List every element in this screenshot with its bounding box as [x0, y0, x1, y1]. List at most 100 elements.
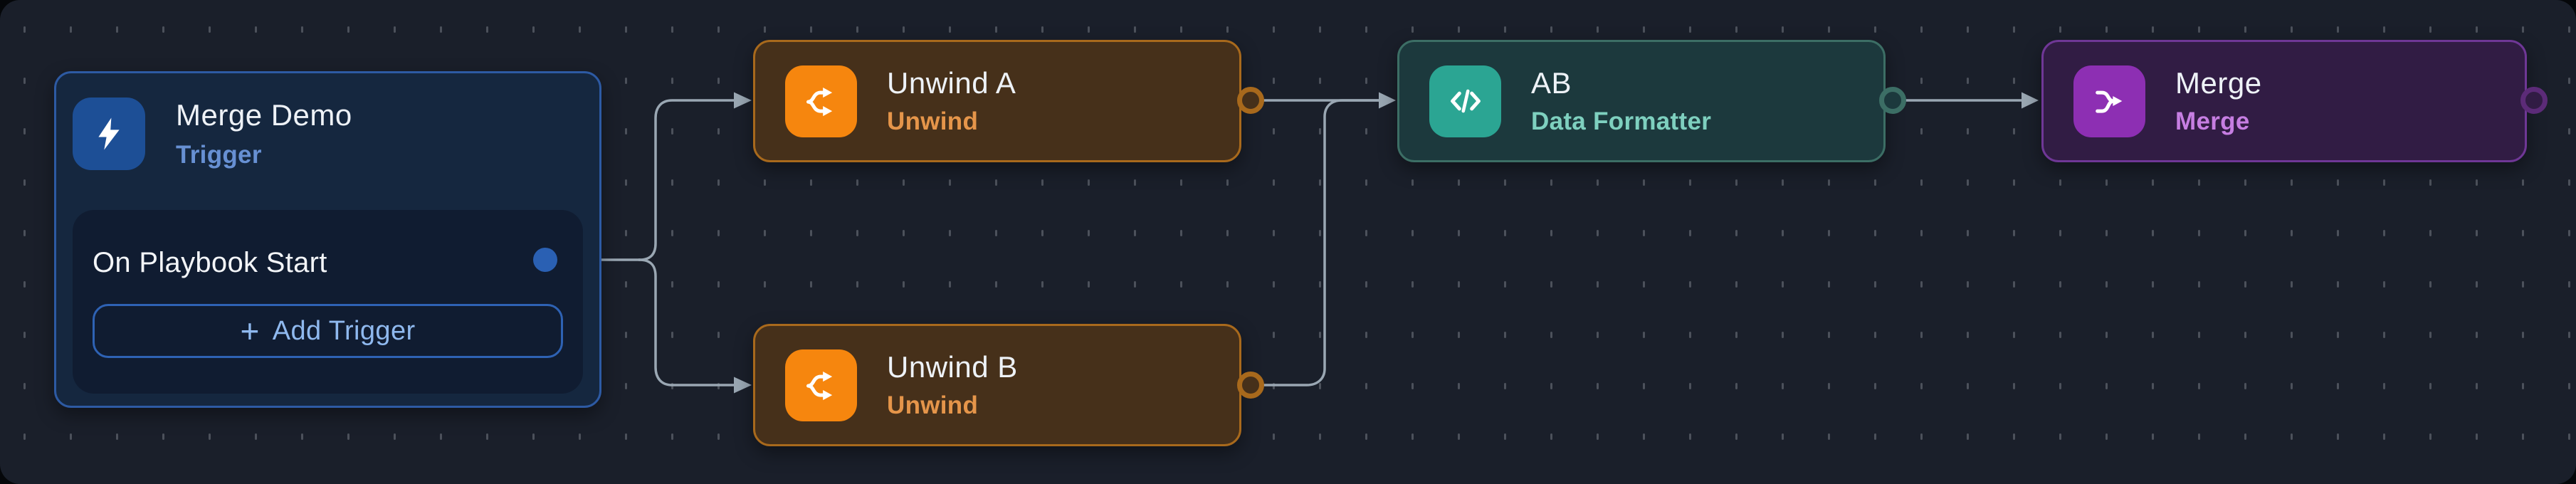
grid-dash: [1735, 433, 1738, 440]
node-unwind-a[interactable]: Unwind A Unwind: [753, 40, 1241, 162]
grid-dash: [2152, 332, 2154, 338]
grid-dash: [1597, 26, 1599, 33]
grid-dash: [1920, 332, 1923, 338]
grid-dash: [717, 128, 720, 135]
ab-output-port[interactable]: [1879, 87, 1906, 114]
grid-dash: [2429, 332, 2432, 338]
grid-dash: [2059, 26, 2061, 33]
grid-dash: [2106, 26, 2108, 33]
merge-output-port[interactable]: [2520, 87, 2548, 114]
split-icon: [785, 65, 857, 137]
grid-dash: [2337, 332, 2339, 338]
node-subtitle: Unwind: [887, 107, 979, 135]
grid-dash: [1550, 433, 1552, 440]
grid-dash: [1273, 332, 1275, 338]
unwind-b-output-port[interactable]: [1237, 372, 1264, 399]
grid-dash: [23, 332, 26, 338]
grid-dash: [2568, 78, 2570, 84]
node-trigger[interactable]: Merge Demo Trigger On Playbook Start + A…: [54, 71, 601, 408]
grid-dash: [1735, 383, 1738, 389]
grid-dash: [1411, 332, 1414, 338]
trigger-event-row[interactable]: On Playbook Start: [93, 228, 563, 297]
grid-dash: [1458, 26, 1460, 33]
grid-dash: [1365, 332, 1367, 338]
grid-dash: [1458, 383, 1460, 389]
grid-dash: [1920, 383, 1923, 389]
grid-dash: [2152, 26, 2154, 33]
grid-dash: [1273, 433, 1275, 440]
node-subtitle: Trigger: [176, 140, 262, 169]
edge-trigger-to-unwind-b[interactable]: [638, 258, 735, 386]
grid-dash: [995, 230, 997, 236]
grid-dash: [949, 281, 951, 288]
grid-dash: [486, 433, 488, 440]
grid-dash: [1273, 179, 1275, 186]
grid-dash: [1735, 281, 1738, 288]
grid-dash: [2337, 281, 2339, 288]
grid-dash: [671, 281, 673, 288]
grid-dash: [2568, 281, 2570, 288]
grid-dash: [23, 383, 26, 389]
grid-dash: [1504, 26, 1506, 33]
grid-dash: [2429, 281, 2432, 288]
grid-dash: [1782, 332, 1784, 338]
grid-dash: [949, 26, 951, 33]
grid-dash: [625, 179, 627, 186]
grid-dash: [2244, 26, 2246, 33]
grid-dash: [1088, 26, 1090, 33]
grid-dash: [70, 26, 72, 33]
grid-dash: [1920, 26, 1923, 33]
lightning-icon: [73, 98, 145, 170]
grid-dash: [1828, 230, 1830, 236]
grid-dash: [1411, 26, 1414, 33]
grid-dash: [1273, 128, 1275, 135]
grid-dash: [1319, 179, 1321, 186]
edge-unwind-b-to-ab[interactable]: [1263, 99, 1380, 386]
grid-dash: [486, 26, 488, 33]
grid-dash: [1735, 332, 1738, 338]
grid-dash: [856, 26, 858, 33]
grid-dash: [1689, 433, 1691, 440]
grid-dash: [1458, 281, 1460, 288]
grid-dash: [2291, 26, 2293, 33]
node-merge[interactable]: Merge Merge: [2041, 40, 2527, 162]
grid-dash: [1226, 230, 1229, 236]
grid-dash: [1411, 433, 1414, 440]
grid-dash: [1782, 433, 1784, 440]
grid-dash: [1319, 281, 1321, 288]
grid-dash: [2291, 230, 2293, 236]
grid-dash: [1550, 230, 1552, 236]
trigger-output-port[interactable]: [533, 248, 557, 272]
grid-dash: [2476, 179, 2478, 186]
grid-dash: [995, 26, 997, 33]
grid-dash: [717, 332, 720, 338]
grid-dash: [1735, 179, 1738, 186]
grid-dash: [2013, 332, 2015, 338]
grid-dash: [625, 281, 627, 288]
unwind-a-output-port[interactable]: [1237, 87, 1264, 114]
node-ab-data-formatter[interactable]: AB Data Formatter: [1397, 40, 1886, 162]
grid-dash: [717, 281, 720, 288]
edge-trigger-to-unwind-a[interactable]: [638, 99, 735, 261]
grid-dash: [903, 179, 905, 186]
grid-dash: [2522, 433, 2524, 440]
grid-dash: [70, 433, 72, 440]
grid-dash: [949, 179, 951, 186]
grid-dash: [625, 383, 627, 389]
grid-dash: [1597, 433, 1599, 440]
grid-dash: [671, 433, 673, 440]
grid-dash: [1828, 383, 1830, 389]
grid-dash: [2152, 281, 2154, 288]
grid-dash: [1319, 433, 1321, 440]
grid-dash: [2568, 128, 2570, 135]
grid-dash: [23, 128, 26, 135]
grid-dash: [1365, 26, 1367, 33]
node-unwind-b[interactable]: Unwind B Unwind: [753, 324, 1241, 446]
grid-dash: [1180, 230, 1182, 236]
add-trigger-button[interactable]: + Add Trigger: [93, 304, 563, 358]
grid-dash: [2522, 281, 2524, 288]
grid-dash: [2476, 26, 2478, 33]
grid-dash: [1967, 128, 1969, 135]
grid-dash: [1041, 230, 1043, 236]
